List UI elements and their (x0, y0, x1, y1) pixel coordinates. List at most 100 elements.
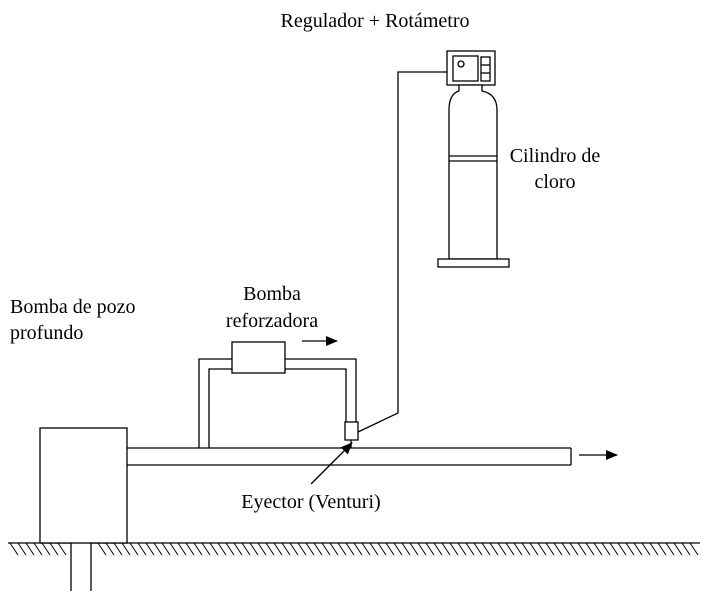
hatch-mark (385, 542, 395, 556)
hatch-mark (129, 542, 139, 556)
hatch-mark (329, 542, 339, 556)
hatch-mark (257, 542, 267, 556)
hatch-mark (41, 542, 51, 556)
regulator-rotameter (446, 50, 496, 86)
well-casing (70, 543, 92, 591)
hatch-mark (137, 542, 147, 556)
hatch-mark (553, 542, 563, 556)
hatch-mark (569, 542, 579, 556)
hatch-mark (417, 542, 427, 556)
hatch-mark (353, 542, 363, 556)
hatch-mark (97, 542, 107, 556)
hatch-mark (625, 542, 635, 556)
hatch-mark (153, 542, 163, 556)
hatch-mark (121, 542, 131, 556)
hatch-mark (249, 542, 259, 556)
hatch-mark (433, 542, 443, 556)
hatch-mark (57, 542, 67, 556)
hatch-mark (681, 542, 691, 556)
regulator-label: Regulador + Rotámetro (280, 10, 469, 32)
hatch-mark (177, 542, 187, 556)
hatch-mark (545, 542, 555, 556)
hatch-mark (17, 542, 27, 556)
chlorine-gas-line (357, 71, 447, 433)
hatch-mark (193, 542, 203, 556)
hatch-mark (49, 542, 59, 556)
hatch-mark (345, 542, 355, 556)
hatch-mark (217, 542, 227, 556)
hatch-mark (241, 542, 251, 556)
hatch-mark (649, 542, 659, 556)
hatch-mark (297, 542, 307, 556)
well-pump-label-line2: profundo (10, 322, 83, 344)
hatch-mark (361, 542, 371, 556)
main-pipe (127, 447, 572, 466)
hatch-mark (209, 542, 219, 556)
hatch-mark (233, 542, 243, 556)
hatch-mark (505, 542, 515, 556)
hatch-mark (265, 542, 275, 556)
hatch-mark (225, 542, 235, 556)
hatch-mark (513, 542, 523, 556)
hatch-mark (201, 542, 211, 556)
hatch-mark (521, 542, 531, 556)
hatch-mark (377, 542, 387, 556)
hatch-mark (561, 542, 571, 556)
hatch-mark (169, 542, 179, 556)
hatch-mark (609, 542, 619, 556)
hatch-mark (633, 542, 643, 556)
hatch-mark (113, 542, 123, 556)
hatch-mark (617, 542, 627, 556)
hatch-mark (273, 542, 283, 556)
chlorine-cylinder (437, 84, 510, 268)
hatch-mark (305, 542, 315, 556)
hatch-mark (601, 542, 611, 556)
hatch-mark (369, 542, 379, 556)
ejector-venturi (344, 421, 359, 441)
cylinder-label-line1: Cilindro de (510, 145, 601, 167)
booster-bypass-pipe (198, 358, 357, 448)
hatch-mark (105, 542, 115, 556)
well-pump-housing (39, 427, 128, 544)
hatch-mark (313, 542, 323, 556)
hatch-mark (33, 542, 43, 556)
hatch-mark (425, 542, 435, 556)
hatch-mark (441, 542, 451, 556)
booster-pump (231, 341, 286, 374)
hatch-mark (337, 542, 347, 556)
hatch-mark (673, 542, 683, 556)
hatch-mark (481, 542, 491, 556)
hatch-mark (641, 542, 651, 556)
hatch-mark (537, 542, 547, 556)
hatch-mark (185, 542, 195, 556)
booster-label-line2: reforzadora (226, 310, 318, 332)
hatch-mark (457, 542, 467, 556)
hatch-mark (161, 542, 171, 556)
hatch-mark (465, 542, 475, 556)
ejector-label: Eyector (Venturi) (241, 491, 380, 513)
hatch-mark (473, 542, 483, 556)
well-pump-label-line1: Bomba de pozo (10, 296, 136, 318)
hatch-mark (321, 542, 331, 556)
hatch-mark (289, 542, 299, 556)
hatch-mark (489, 542, 499, 556)
hatch-mark (449, 542, 459, 556)
hatch-mark (401, 542, 411, 556)
hatch-mark (657, 542, 667, 556)
hatch-mark (665, 542, 675, 556)
hatch-mark (9, 542, 19, 556)
hatch-mark (689, 542, 699, 556)
hatch-mark (497, 542, 507, 556)
ground (8, 542, 700, 556)
hatch-mark (25, 542, 35, 556)
hatch-mark (145, 542, 155, 556)
hatch-mark (281, 542, 291, 556)
hatch-mark (529, 542, 539, 556)
hatch-mark (577, 542, 587, 556)
cylinder-label-line2: cloro (534, 171, 575, 193)
ground-hatching (9, 542, 699, 556)
hatch-mark (585, 542, 595, 556)
hatch-mark (593, 542, 603, 556)
hatch-mark (393, 542, 403, 556)
